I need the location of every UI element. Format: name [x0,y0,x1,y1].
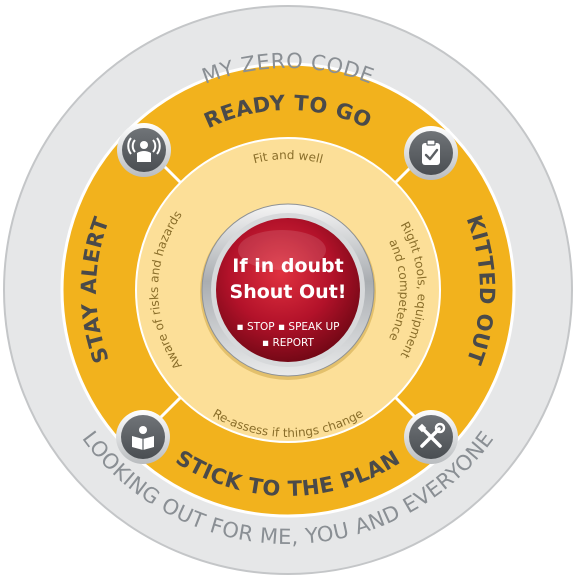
reading-person-icon [116,410,170,464]
center-line2: Shout Out! [230,281,347,303]
tools-icon [404,410,458,464]
center-line1: If in doubt [232,255,343,277]
segment-detail-top: Fit and well [252,148,325,166]
center-button [216,218,360,362]
broadcast-person-icon [117,123,171,177]
center-sub2: ▪ REPORT [262,337,315,349]
clipboard-check-icon [404,126,458,180]
center-sub1: ▪ STOP ▪ SPEAK UP [237,321,340,333]
